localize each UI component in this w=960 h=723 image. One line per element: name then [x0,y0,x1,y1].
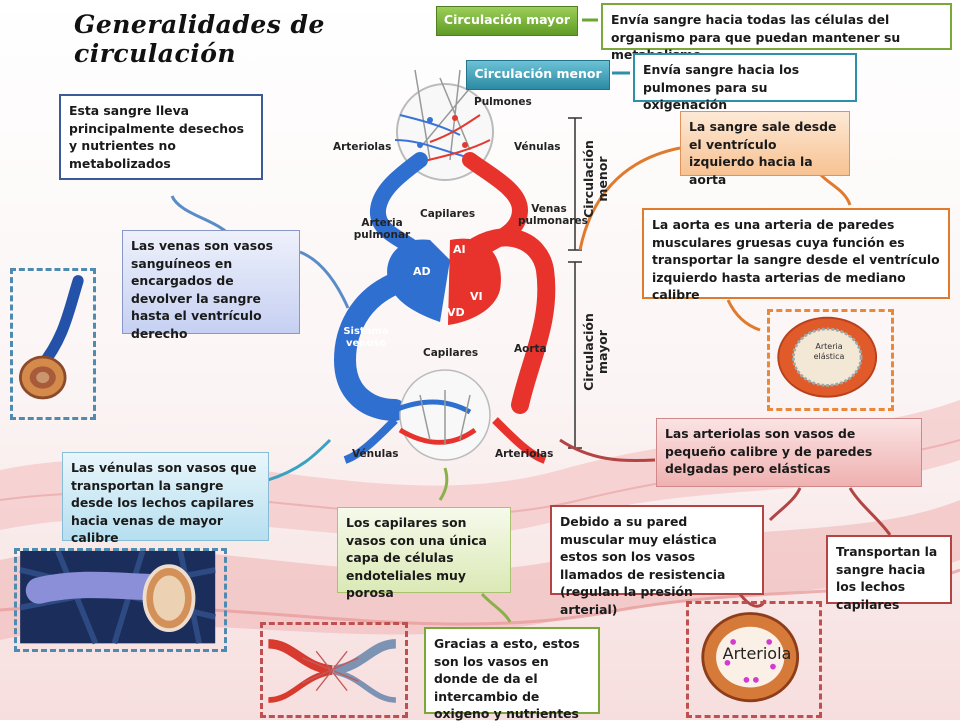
arrow-capilares [438,467,449,501]
arrow-arteriolas [559,438,656,463]
tag-circulacion-menor: Circulación menor [466,60,610,90]
elastic-artery-cross-section [777,316,878,398]
label-ad: AD [413,265,431,278]
label-ai: AI [453,243,466,256]
label-arteria-elastica: Arteria elástica [813,342,845,361]
venous-system [333,274,406,421]
note-arteriolas: Las arteriolas son vasos de pequeño cali… [656,418,922,487]
note-intercambio: Gracias a esto, estos son los vasos en d… [424,627,600,721]
label-vd: VD [447,306,465,319]
arrow-sale-to-aorta [818,172,852,206]
note-venas: Las venas son vasos sanguíneos en encarg… [122,230,300,341]
arrow-venulas [267,438,332,482]
arteriole-frame: Arteriola [686,601,822,718]
note-circulacion-mayor: Envía sangre hacia todas las células del… [601,3,952,62]
note-lechos-capilares: Transportan la sangre hacia los lechos c… [826,535,952,612]
note-capilares: Los capilares son vasos con una única ca… [337,507,511,600]
arteriole-cross-section [701,612,800,703]
label-circulacion-menor: Circulación menor [581,140,610,218]
label-venulas-top: Vénulas [514,141,561,153]
vein-illustration-frame [10,268,96,420]
venule-illustration-frame [14,548,227,652]
arrow-arteriolas-lechos [848,487,892,536]
tag-circulacion-mayor: Circulación mayor [436,6,578,36]
arrow-capilares-down [480,592,512,623]
note-circulacion-menor: Envía sangre hacia los pulmones para su … [633,53,857,112]
label-arteriolas-top: Arteriolas [333,141,392,153]
label-capilares-bottom: Capilares [423,347,479,359]
label-capilares-top: Capilares [420,208,476,220]
label-sistema-venoso: Sistema venoso [343,326,389,349]
label-venulas-bottom: Vénulas [352,448,399,460]
capillary-bed-image [267,639,397,703]
venule-tube-image [19,549,216,645]
heart-left [448,238,501,325]
arrow-aorta-to-figure [726,299,761,332]
note-desechos: Esta sangre lleva principalmente desecho… [59,94,263,180]
arrow-venas-to-diagram [299,250,350,309]
elastic-artery-frame: Arteria elástica [767,309,894,411]
arrow-sale-to-heart [578,146,681,251]
capillary-bed-frame [260,622,408,718]
note-venulas: Las vénulas son vasos que transportan la… [62,452,269,545]
label-circulacion-mayor: Circulación mayor [581,313,610,391]
note-sangre-sale: La sangre sale desde el ventrículo izqui… [680,111,850,187]
note-resistencia: Debido a su pared muscular muy elástica … [550,505,764,617]
heart-right [387,239,450,322]
label-arteriolas-bottom: Arteriolas [495,448,554,460]
label-pulmones: Pulmones [474,96,532,108]
note-aorta: La aorta es una arteria de paredes muscu… [642,208,950,302]
vein-cross-section-image [19,275,84,400]
arrow-arteriolas-resistencia [768,487,802,522]
systemic-capillary-bed [343,369,547,464]
page-title: Generalidades de circulación [74,10,325,68]
aorta [461,228,556,414]
label-arteria-pulmonar: Arteria pulmonar [353,217,411,241]
label-aorta: Aorta [514,343,547,355]
label-arteriola: Arteriola [722,644,792,663]
label-vi: VI [470,290,483,303]
label-venas-pulmonares: Venas pulmonares [518,203,588,227]
